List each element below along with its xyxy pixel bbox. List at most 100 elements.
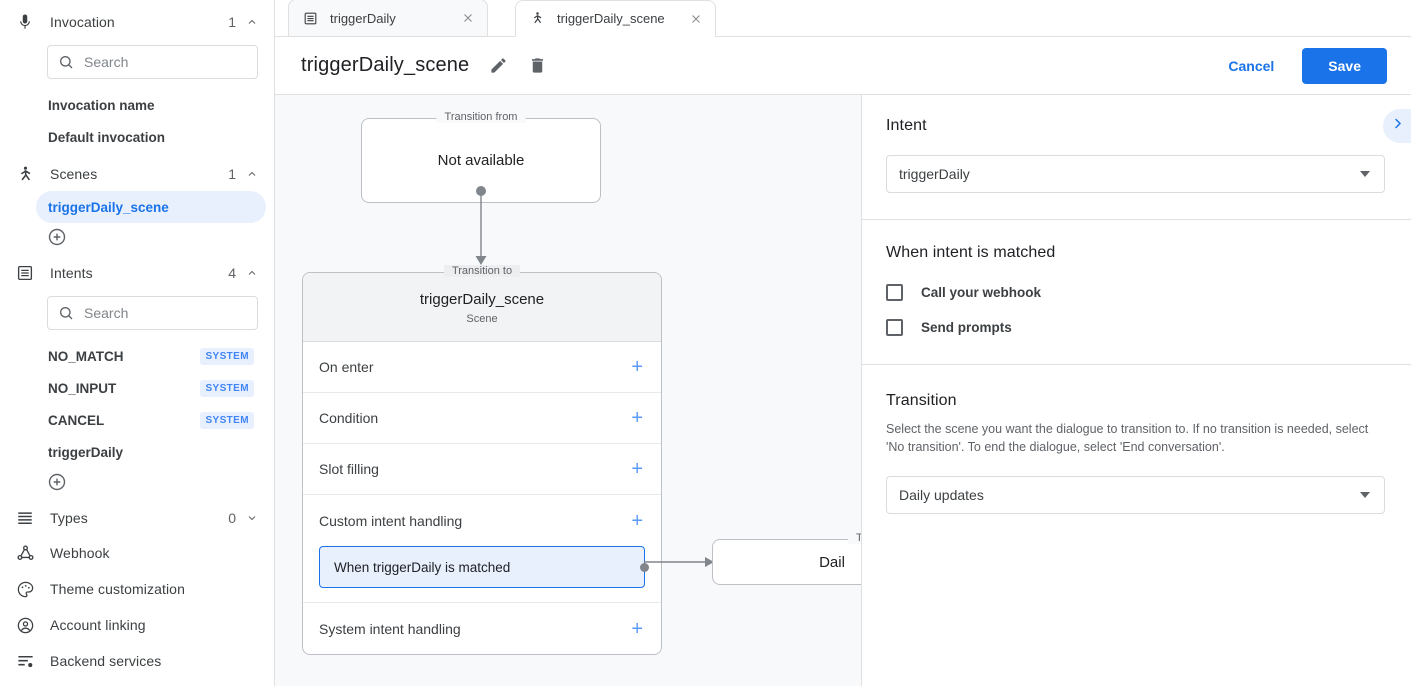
palette-icon bbox=[14, 578, 36, 600]
transition-select[interactable]: Daily updates bbox=[886, 476, 1385, 515]
search-icon bbox=[58, 305, 74, 321]
transition-to-legend: Transition to bbox=[443, 265, 521, 277]
sidebar-item-no-input[interactable]: NO_INPUT SYSTEM bbox=[36, 372, 266, 404]
add-system-intent-handling-button[interactable]: + bbox=[631, 617, 643, 640]
sidebar-item-label: Backend services bbox=[50, 653, 162, 669]
scene-row-label: Custom intent handling bbox=[319, 512, 463, 529]
transition-target-node[interactable]: Tr Dail bbox=[712, 532, 861, 585]
sidebar-item-account-linking[interactable]: Account linking bbox=[0, 607, 274, 643]
tab-triggerdaily[interactable]: triggerDaily bbox=[288, 0, 488, 36]
transition-target-value: Dail bbox=[819, 553, 845, 571]
left-sidebar: Invocation 1 Invocation name Default inv… bbox=[0, 0, 275, 686]
tab-triggerdaily-scene[interactable]: triggerDaily_scene bbox=[515, 0, 716, 37]
main-area: triggerDaily triggerDaily_scene triggerD… bbox=[275, 0, 1411, 686]
sidebar-section-intents[interactable]: Intents 4 bbox=[0, 256, 274, 290]
when-intent-matched-title: When intent is matched bbox=[886, 244, 1056, 261]
intents-search-wrap bbox=[0, 290, 274, 336]
add-intent-row bbox=[0, 468, 274, 501]
handler-output-port[interactable] bbox=[640, 563, 649, 572]
send-prompts-checkbox[interactable] bbox=[886, 319, 903, 336]
sidebar-item-triggerdaily[interactable]: triggerDaily bbox=[36, 436, 266, 468]
save-button[interactable]: Save bbox=[1302, 47, 1387, 84]
add-condition-button[interactable]: + bbox=[631, 407, 643, 429]
sidebar-item-theme-customization[interactable]: Theme customization bbox=[0, 571, 274, 607]
cancel-button[interactable]: Cancel bbox=[1214, 49, 1288, 83]
scene-graph-canvas[interactable]: Transition from Not available Transition… bbox=[275, 95, 861, 686]
chevron-up-icon bbox=[246, 16, 258, 28]
sidebar-item-default-invocation[interactable]: Default invocation bbox=[36, 121, 266, 153]
sidebar-section-invocation[interactable]: Invocation 1 bbox=[0, 5, 274, 39]
sidebar-item-label: NO_INPUT bbox=[48, 380, 117, 396]
transition-section-description: Select the scene you want the dialogue t… bbox=[886, 422, 1369, 455]
sidebar-section-count: 4 bbox=[228, 265, 236, 281]
sidebar-item-triggerdaily-scene[interactable]: triggerDaily_scene bbox=[36, 191, 266, 223]
intent-section: Intent triggerDaily bbox=[862, 95, 1411, 219]
sidebar-item-label: NO_MATCH bbox=[48, 348, 124, 364]
webhook-icon bbox=[14, 542, 36, 564]
section-divider bbox=[862, 364, 1411, 365]
transition-from-value: Not available bbox=[437, 152, 525, 169]
intents-search-box[interactable] bbox=[47, 296, 258, 330]
scene-node-card[interactable]: Transition to triggerDaily_scene Scene O… bbox=[302, 265, 662, 655]
sidebar-item-cancel[interactable]: CANCEL SYSTEM bbox=[36, 404, 266, 436]
sidebar-item-label: CANCEL bbox=[48, 412, 105, 428]
add-on-enter-button[interactable]: + bbox=[631, 356, 643, 378]
sidebar-item-backend-services[interactable]: Backend services bbox=[0, 643, 274, 679]
call-your-webhook-checkbox[interactable] bbox=[886, 284, 903, 301]
sidebar-section-label: Invocation bbox=[50, 14, 115, 30]
intent-section-title: Intent bbox=[886, 117, 927, 134]
backend-services-icon bbox=[14, 650, 36, 672]
add-scene-row bbox=[0, 223, 274, 256]
scene-block-custom-intent-handling: Custom intent handling + When triggerDai… bbox=[303, 495, 661, 603]
pencil-icon[interactable] bbox=[489, 56, 508, 75]
scene-row-slot-filling[interactable]: Slot filling + bbox=[303, 444, 661, 495]
send-prompts-row[interactable]: Send prompts bbox=[886, 319, 1385, 336]
sidebar-section-count: 1 bbox=[228, 166, 236, 182]
close-icon[interactable] bbox=[461, 11, 475, 25]
close-icon[interactable] bbox=[689, 12, 703, 26]
transition-from-legend: Transition from bbox=[436, 111, 526, 123]
sidebar-item-invocation-name[interactable]: Invocation name bbox=[36, 89, 266, 121]
sidebar-section-label: Types bbox=[50, 510, 88, 526]
scene-row-label: Condition bbox=[319, 410, 379, 426]
scenes-icon bbox=[14, 163, 36, 185]
intent-tab-icon bbox=[303, 11, 318, 26]
invocation-search-input[interactable] bbox=[84, 54, 247, 70]
status-badge: SYSTEM bbox=[200, 347, 254, 365]
scene-row-custom-intent-handling[interactable]: Custom intent handling + bbox=[303, 495, 661, 546]
types-icon bbox=[14, 507, 36, 529]
sidebar-section-count: 0 bbox=[228, 510, 236, 526]
search-icon bbox=[58, 54, 74, 70]
intents-search-input[interactable] bbox=[84, 305, 247, 321]
chevron-down-icon bbox=[1360, 171, 1370, 177]
sidebar-item-webhook[interactable]: Webhook bbox=[0, 535, 274, 571]
intent-handler-chip[interactable]: When triggerDaily is matched bbox=[319, 546, 649, 588]
sidebar-section-types[interactable]: Types 0 bbox=[0, 501, 274, 535]
status-badge: SYSTEM bbox=[200, 379, 254, 397]
sidebar-item-no-match[interactable]: NO_MATCH SYSTEM bbox=[36, 340, 266, 372]
intent-select[interactable]: triggerDaily bbox=[886, 155, 1385, 193]
scene-row-label: On enter bbox=[319, 359, 374, 375]
scene-row-condition[interactable]: Condition + bbox=[303, 393, 661, 444]
add-slot-filling-button[interactable]: + bbox=[631, 458, 643, 480]
scene-row-on-enter[interactable]: On enter + bbox=[303, 342, 661, 393]
scene-row-system-intent-handling[interactable]: System intent handling + bbox=[303, 603, 661, 654]
when-intent-matched-section: When intent is matched Call your webhook… bbox=[862, 220, 1411, 364]
transition-section-title: Transition bbox=[886, 392, 957, 409]
scene-tab-icon bbox=[530, 11, 545, 26]
intent-select-value: triggerDaily bbox=[899, 166, 970, 182]
invocation-search-box[interactable] bbox=[47, 45, 258, 79]
sidebar-section-count: 1 bbox=[228, 14, 236, 30]
add-intent-button[interactable] bbox=[47, 473, 67, 496]
collapse-panel-button[interactable] bbox=[1383, 109, 1411, 143]
section-divider bbox=[862, 219, 1411, 220]
call-your-webhook-row[interactable]: Call your webhook bbox=[886, 284, 1385, 301]
sidebar-item-label: Theme customization bbox=[50, 581, 185, 597]
add-scene-button[interactable] bbox=[47, 228, 67, 251]
sidebar-section-scenes[interactable]: Scenes 1 bbox=[0, 157, 274, 191]
trash-icon[interactable] bbox=[528, 56, 547, 75]
add-custom-intent-handling-button[interactable]: + bbox=[631, 509, 643, 532]
properties-panel: Intent triggerDaily When intent is match… bbox=[861, 95, 1411, 686]
chevron-right-icon bbox=[1390, 116, 1405, 136]
sidebar-item-label: triggerDaily_scene bbox=[48, 199, 169, 215]
